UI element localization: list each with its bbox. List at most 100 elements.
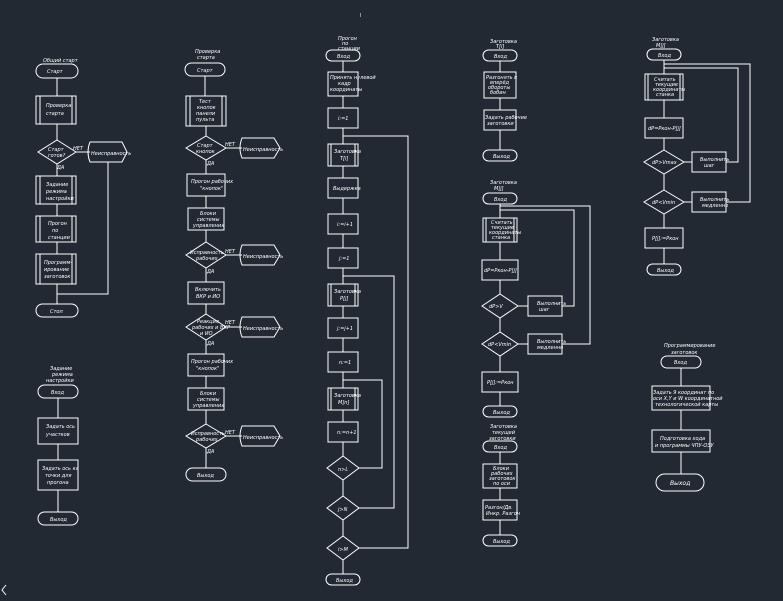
process-box bbox=[35, 175, 77, 205]
branch-yes-label: ДА bbox=[206, 161, 215, 167]
branch-no-label: НЕТ bbox=[225, 249, 236, 255]
decision-label: кнопок bbox=[196, 149, 215, 155]
terminator-label: Выход bbox=[336, 578, 353, 584]
decision-label: dP<Vmin bbox=[652, 200, 675, 206]
box-label: Разгон/Дв. bbox=[485, 505, 513, 511]
box-label: режима bbox=[45, 189, 67, 195]
box-label: "кнопок" bbox=[196, 366, 219, 372]
col1-title: Общий старт bbox=[43, 58, 79, 64]
flowchart-workpiece-m2: Заготовка M[j] Вход Считать текущие коор… bbox=[643, 37, 751, 276]
box-label: Считать bbox=[654, 77, 676, 83]
terminator-label: Выход bbox=[493, 154, 510, 160]
decision-label: Исправность bbox=[190, 250, 224, 256]
decision-label: dP>Vmax bbox=[652, 160, 677, 166]
fault-display bbox=[239, 316, 281, 338]
box-label: Прогон рабочих bbox=[191, 359, 233, 365]
process-box bbox=[35, 95, 77, 125]
title-line: станции bbox=[338, 46, 361, 52]
terminator-label: Выход bbox=[50, 517, 67, 523]
terminator-exit bbox=[655, 473, 705, 492]
title-line: Заготовка bbox=[652, 37, 679, 43]
box-label: станции bbox=[48, 235, 71, 241]
terminator-label: Вход bbox=[494, 54, 507, 60]
flowchart-current-workpiece: Заготовка текущей заготовки Вход Блоки р… bbox=[482, 424, 521, 547]
box-label: Прогон bbox=[48, 221, 68, 227]
box-label: i:=1 bbox=[338, 116, 348, 122]
terminator-label: Выход bbox=[493, 410, 510, 416]
title-line: заготовки bbox=[489, 436, 516, 442]
terminator-exit bbox=[325, 573, 361, 586]
box-label: dP=Pкон-P[j] bbox=[648, 126, 681, 132]
box-label: Заготовка bbox=[334, 289, 361, 295]
title-line: Заготовка bbox=[490, 424, 517, 430]
decision-label: и ИО bbox=[200, 331, 213, 337]
terminator-exit bbox=[482, 534, 518, 547]
box-label: заготовки bbox=[487, 121, 514, 127]
box-label: Блоки bbox=[200, 391, 217, 397]
process-box bbox=[187, 353, 225, 377]
title-line: Прогон bbox=[338, 36, 358, 42]
box-label: управления bbox=[192, 403, 224, 409]
terminator-label: Вход bbox=[658, 53, 671, 59]
box-label: P[j] bbox=[340, 296, 348, 302]
collapse-chevron-icon[interactable] bbox=[1, 584, 7, 596]
flowchart-start-check: Проверка старта Старт Тест кнопок панели… bbox=[184, 49, 283, 482]
terminator-exit bbox=[185, 467, 227, 482]
box-label: оси X,Y и W координатной bbox=[653, 396, 723, 402]
box-label: Разгонять в bbox=[486, 75, 517, 81]
terminator-label: Старт bbox=[197, 68, 214, 74]
terminator-label: Вход bbox=[51, 390, 64, 396]
title-line: Программирование bbox=[664, 343, 716, 349]
branch-no-label: НЕТ bbox=[225, 320, 236, 326]
box-label: станка bbox=[492, 235, 510, 241]
box-label: dP=Pкон-P[j] bbox=[484, 268, 517, 274]
decision-label: рабочих bbox=[195, 256, 218, 262]
box-label: ВКР и ИО bbox=[196, 294, 220, 300]
box-label: Задать ось ка bbox=[42, 466, 79, 472]
decision-label: n>L bbox=[338, 467, 348, 473]
fault-display bbox=[239, 425, 281, 447]
process-box bbox=[186, 173, 226, 197]
box-label: шаг bbox=[704, 163, 715, 169]
fault-display bbox=[239, 244, 281, 266]
box-label: n:=n+1 bbox=[337, 430, 357, 436]
box-label: Выполнить bbox=[700, 197, 729, 203]
box-label: старта bbox=[46, 111, 64, 117]
box-label: i:=i+1 bbox=[337, 222, 353, 228]
box-label: управления bbox=[192, 223, 224, 229]
terminator-label: Стоп bbox=[50, 309, 63, 315]
box-label: координаты bbox=[330, 87, 362, 93]
box-label: прогона bbox=[47, 480, 69, 486]
box-label: Заготовка bbox=[334, 149, 361, 155]
process-box bbox=[35, 253, 77, 285]
box-label: пульта bbox=[196, 117, 214, 123]
box-label: ирование bbox=[44, 267, 69, 273]
terminator-label: Старт bbox=[47, 69, 64, 75]
title-line: настройки bbox=[46, 378, 74, 384]
box-label: системы bbox=[197, 397, 220, 403]
title-line: текущей bbox=[492, 430, 516, 436]
flowchart-workpiece-t: Заготовка T[i] Вход Разгонять в вперёд о… bbox=[482, 39, 527, 162]
box-label: Блоки bbox=[493, 466, 510, 472]
title-line: старта bbox=[197, 55, 215, 61]
box-label: и программы ЧПУ-ОЗУ bbox=[655, 443, 714, 449]
decision-label: рабочих bbox=[195, 437, 218, 443]
branch-yes-label: ДА bbox=[206, 449, 215, 455]
flowchart-programming: Программирование заготовок Вход Задать 9… bbox=[651, 343, 723, 492]
box-label: j:=j+1 bbox=[336, 326, 353, 332]
box-label: Прогон рабочих bbox=[191, 179, 233, 185]
decision-label: Реакция bbox=[197, 319, 219, 325]
decision-label: Исправность bbox=[191, 431, 225, 437]
terminator-exit bbox=[37, 511, 79, 526]
box-label: текущие bbox=[655, 82, 678, 88]
title-line: M[j] bbox=[656, 43, 666, 49]
box-label: системы bbox=[197, 217, 220, 223]
branch-no-label: НЕТ bbox=[73, 146, 84, 152]
box-label: вперёд bbox=[490, 80, 510, 86]
decision-label: i>M bbox=[338, 547, 349, 553]
box-label: бобин bbox=[490, 90, 506, 96]
box-label: Включить bbox=[195, 287, 221, 293]
decision-label: Старт bbox=[197, 143, 214, 149]
box-label: Выдержка bbox=[333, 186, 361, 192]
fault-label: Неисправность bbox=[243, 435, 283, 441]
